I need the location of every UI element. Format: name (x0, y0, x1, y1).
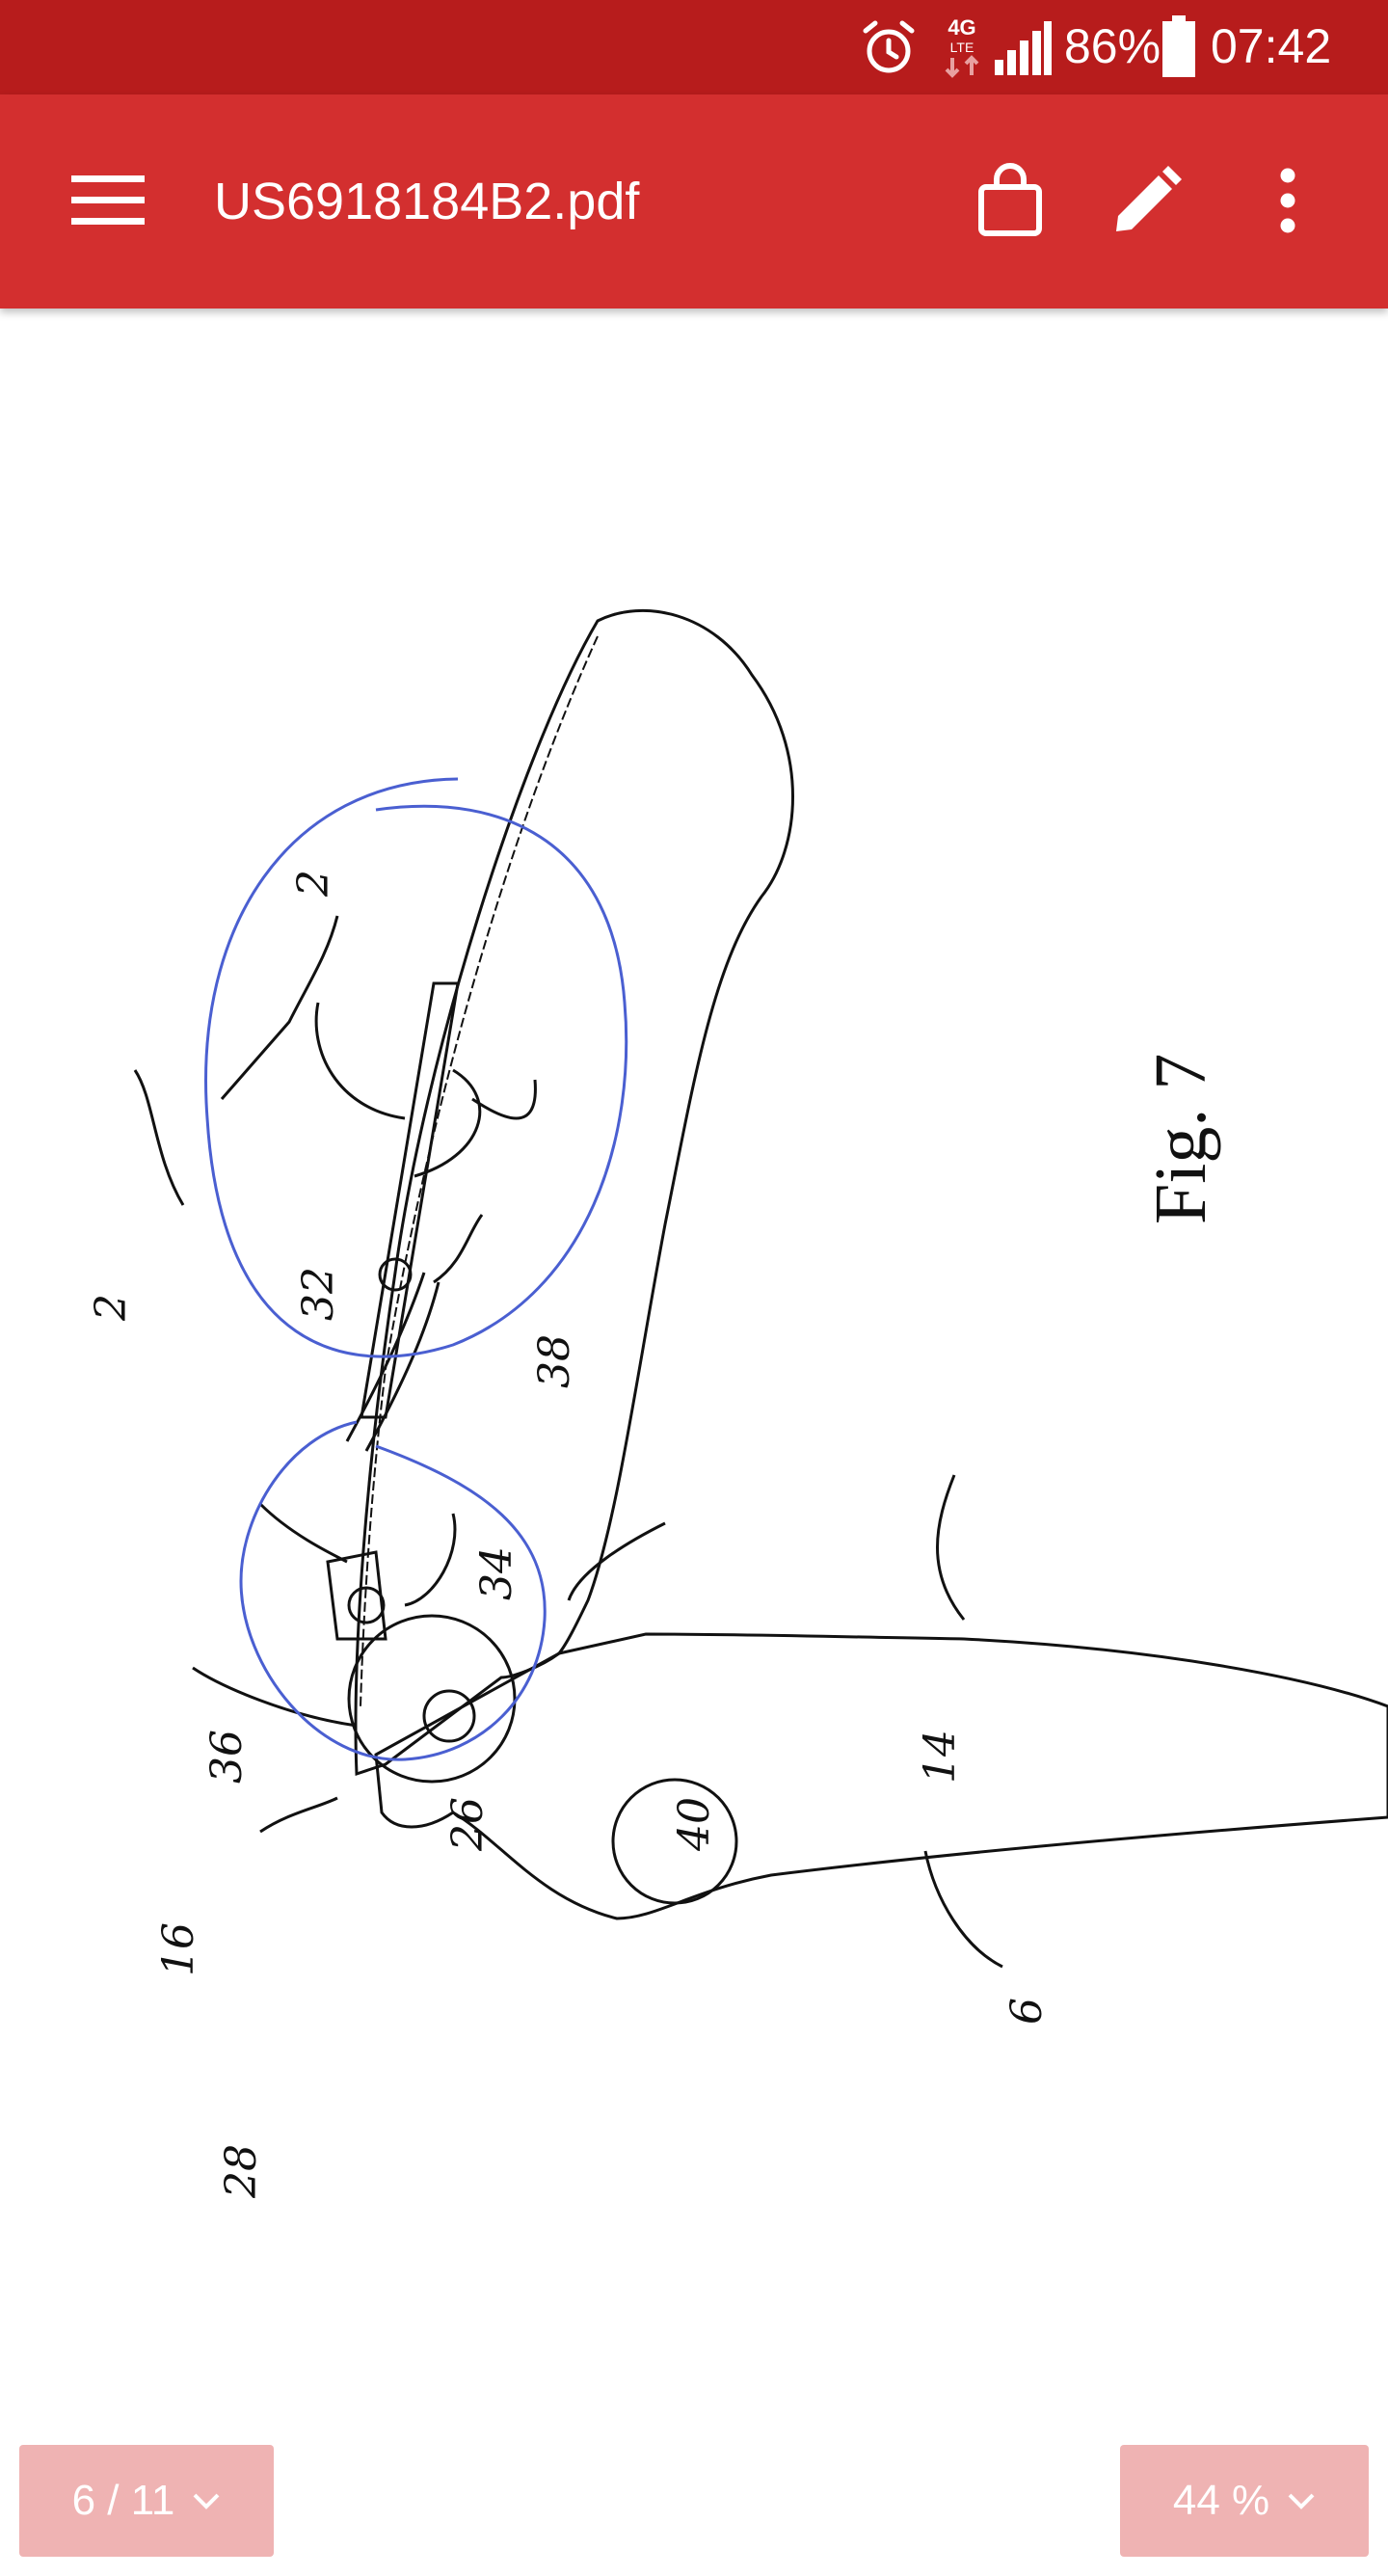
more-vert-icon (1280, 168, 1295, 233)
zoom-level-button[interactable]: 44 % (1120, 2445, 1369, 2557)
blade-outline (374, 1632, 1388, 1920)
battery-icon (1162, 15, 1195, 77)
clock: 07:42 (1211, 19, 1332, 73)
chevron-down-icon (193, 2493, 220, 2509)
network-type-label: 4G (948, 15, 975, 40)
chevron-down-icon (1288, 2493, 1315, 2509)
document-title: US6918184B2.pdf (214, 173, 640, 230)
network-sub-label: LTE (950, 40, 974, 55)
ref-numeral: 2 (289, 870, 338, 898)
network-icon: 4G LTE (945, 15, 979, 78)
menu-button[interactable] (60, 152, 156, 249)
alarm-icon (863, 20, 915, 73)
ref-numeral: 2 (87, 1294, 136, 1322)
blade-hole (611, 1778, 738, 1905)
status-bar: 4G LTE 86% 07:42 (0, 0, 1388, 94)
battery-percent: 86% (1064, 19, 1161, 73)
annotation-circle-large (204, 777, 628, 1358)
edit-button[interactable] (1099, 152, 1195, 249)
ref-numeral: 14 (916, 1730, 965, 1784)
patent-drawing: 2 2 32 38 34 36 26 40 14 16 28 6 Fig. 7 (87, 608, 1388, 2199)
edit-icon (1116, 166, 1182, 231)
ref-numeral: 32 (294, 1267, 343, 1321)
ref-numeral: 38 (530, 1334, 579, 1388)
annotation-circle-small (239, 1420, 547, 1761)
pdf-page-viewport[interactable]: 2 2 32 38 34 36 26 40 14 16 28 6 Fig. 7 (0, 309, 1388, 2576)
more-options-button[interactable] (1240, 152, 1336, 249)
app-bar: US6918184B2.pdf (0, 94, 1388, 309)
page-indicator-button[interactable]: 6 / 11 (19, 2445, 274, 2557)
signal-icon (995, 21, 1052, 75)
pivot-circle (347, 1614, 517, 1784)
ref-numeral: 6 (1002, 1998, 1052, 2025)
menu-icon (71, 175, 145, 225)
figure-label: Fig. 7 (1140, 1054, 1221, 1224)
ref-numeral: 34 (472, 1546, 521, 1600)
ref-numeral: 28 (217, 2144, 266, 2199)
ref-numeral: 40 (670, 1797, 719, 1852)
handle-outline (354, 608, 794, 1777)
ref-numeral: 26 (443, 1797, 493, 1852)
shopping-bag-icon (978, 163, 1042, 236)
shop-button[interactable] (962, 152, 1058, 249)
page-indicator-text: 6 / 11 (71, 2477, 175, 2524)
ref-numeral: 16 (154, 1922, 203, 1976)
zoom-level-text: 44 % (1172, 2477, 1270, 2524)
ref-numeral: 36 (202, 1730, 252, 1784)
